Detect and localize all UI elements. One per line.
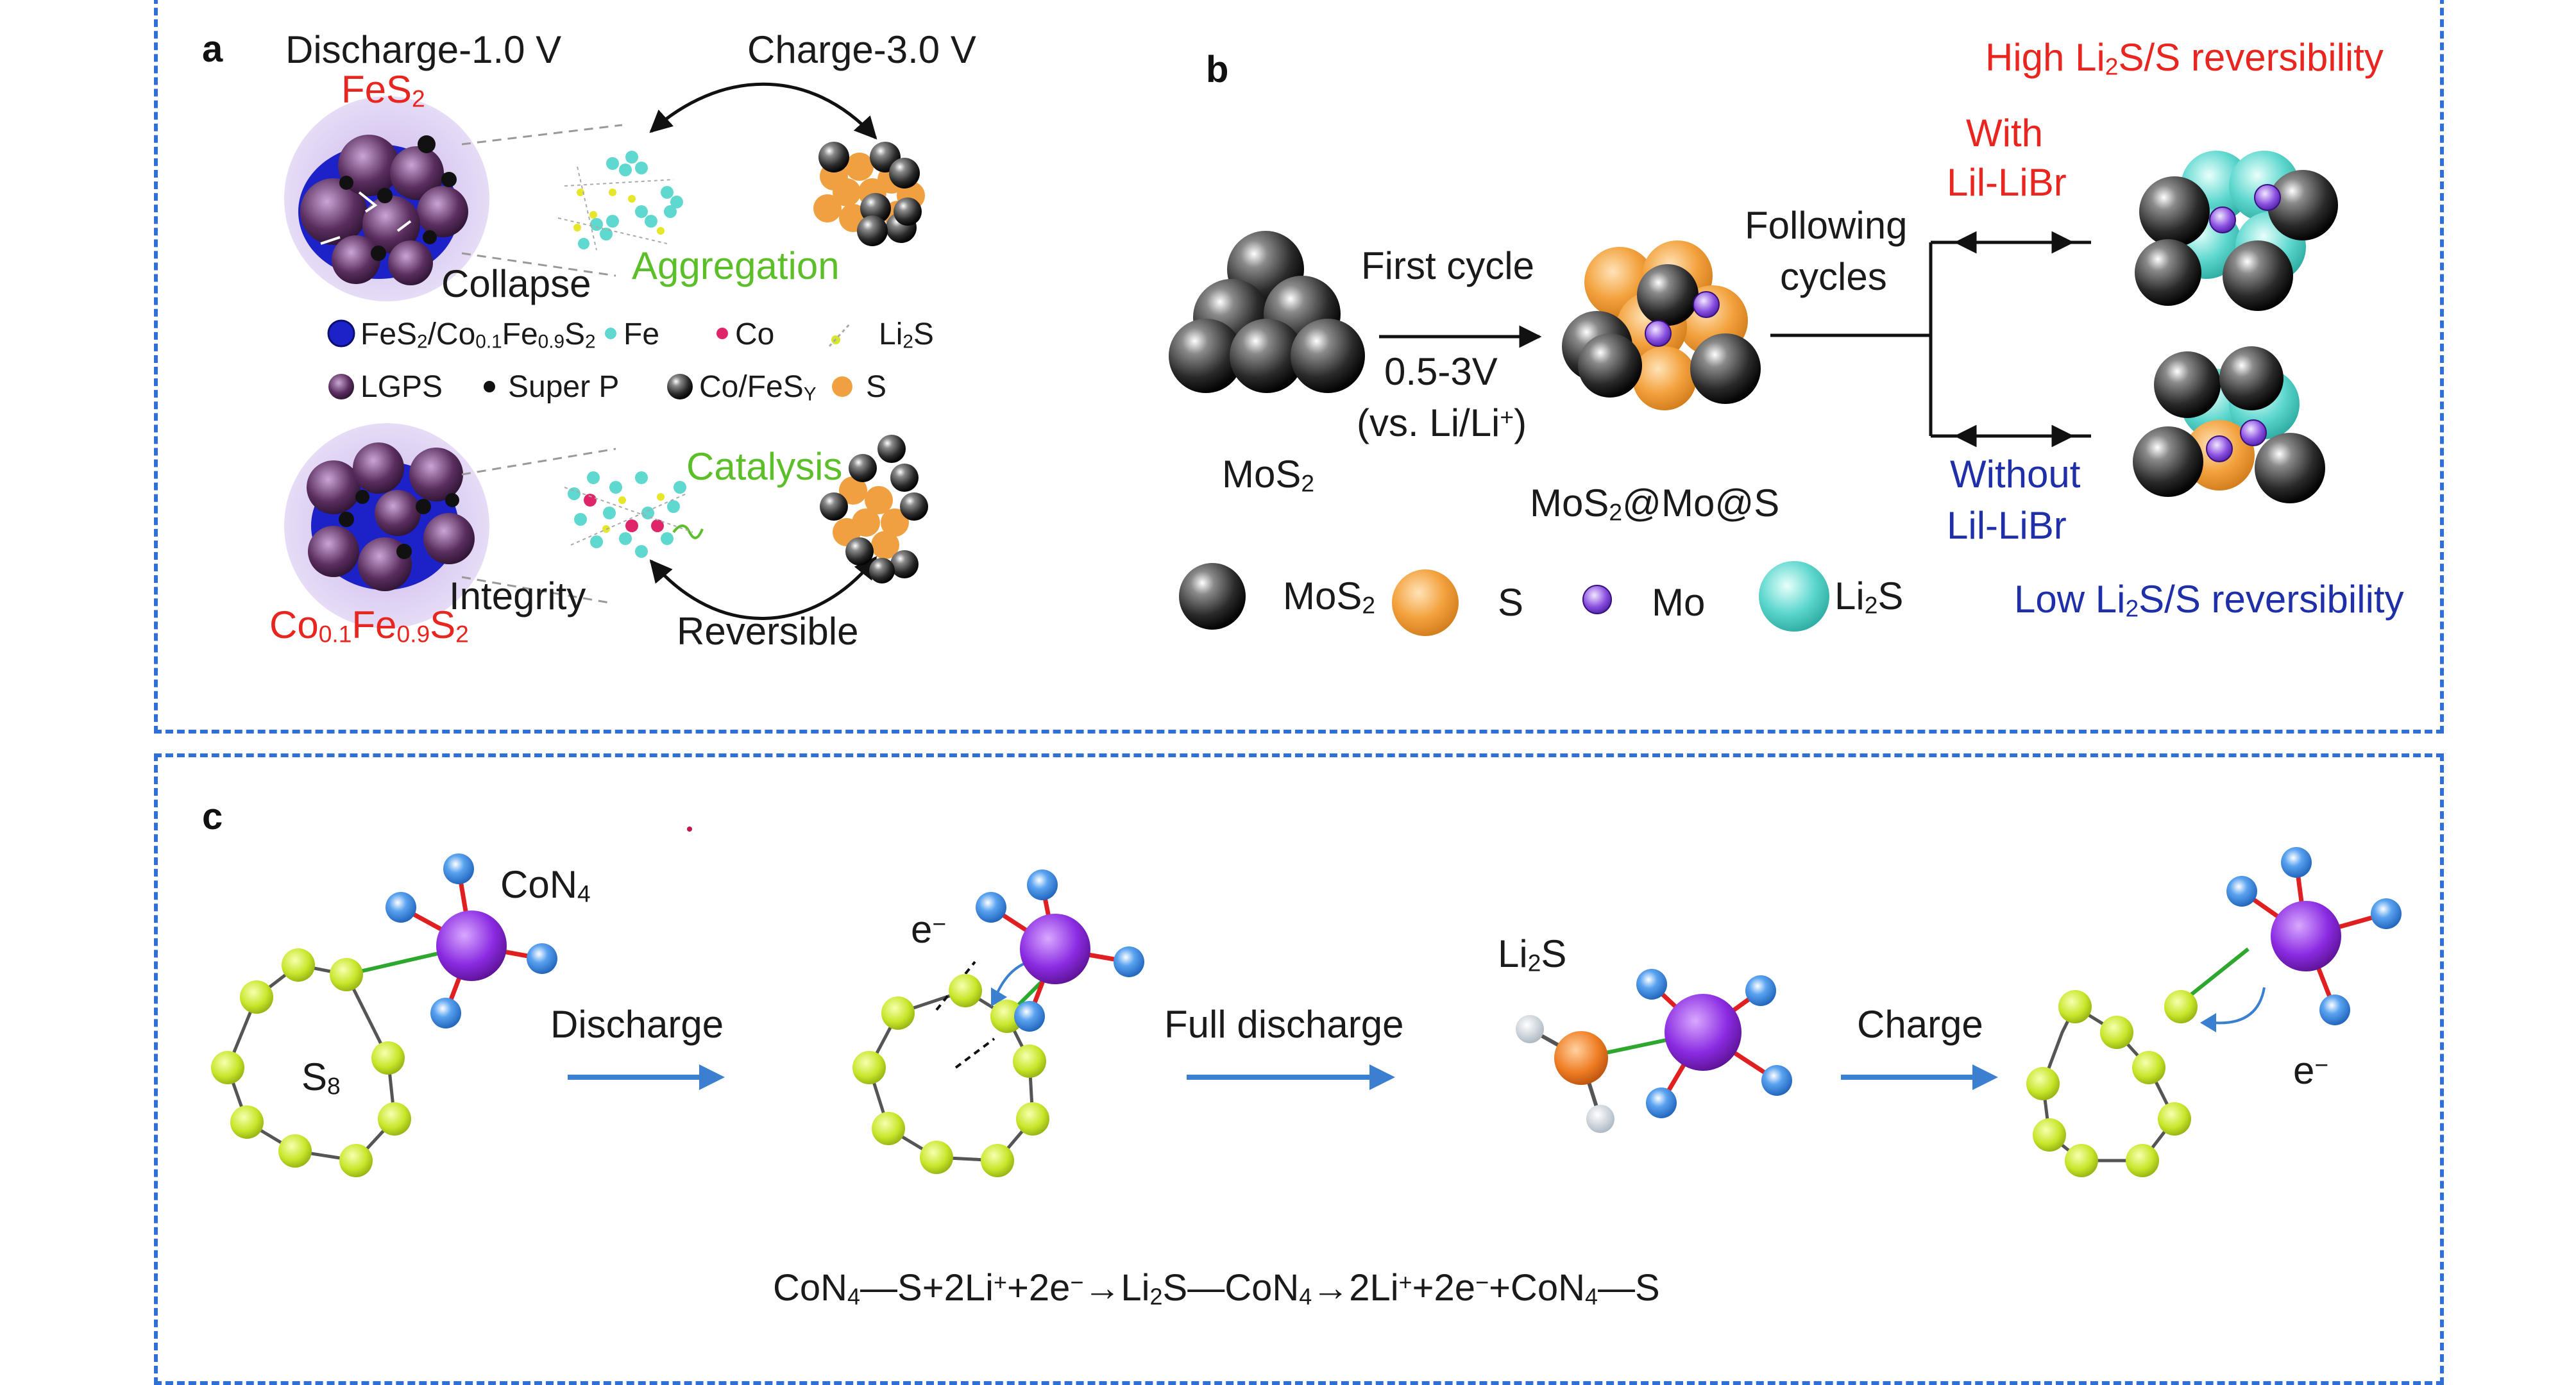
reversible-label: Reversible	[677, 610, 859, 653]
panel-a-label: a	[202, 28, 223, 70]
catalysis-cluster	[564, 471, 704, 558]
catalysis-label: Catalysis	[686, 445, 843, 488]
cycles-label: cycles	[1780, 255, 1887, 298]
stray-dot	[687, 827, 692, 832]
mos2-mo-s-label: MoS2@Mo@S	[1530, 482, 1780, 526]
charge-step-label: Charge	[1857, 1003, 1983, 1046]
li2s-con4-molecule	[1516, 969, 1792, 1133]
legend-s-sphere	[1392, 569, 1459, 636]
without-label: Without	[1950, 453, 2081, 496]
legend-mo-label: Mo	[1652, 581, 1706, 624]
discharge-step-label: Discharge	[550, 1003, 724, 1046]
mos2-label: MoS2	[1222, 453, 1315, 497]
s8-con4-molecule	[211, 853, 557, 1177]
right-arrow-icon	[1841, 1064, 1998, 1090]
fes2-label: FeS2	[341, 68, 425, 112]
s8-label: S8	[301, 1055, 341, 1100]
mos2-mo-s-cluster	[1562, 240, 1761, 410]
legend-lgps-label: LGPS	[360, 370, 443, 404]
low-reversibility-label: Low Li2S/S reversibility	[2014, 578, 2404, 622]
without-lil-libr-label: Lil-LiBr	[1947, 504, 2067, 547]
with-label: With	[1966, 112, 2043, 155]
following-label: Following	[1745, 204, 1908, 247]
high-reversibility-label: High Li2S/S reversibility	[1985, 36, 2384, 80]
right-arrow-icon	[568, 1064, 725, 1090]
legend-s-label: S	[866, 370, 887, 404]
right-arrow-icon	[1187, 1064, 1395, 1090]
panel-b-label: b	[1206, 49, 1229, 90]
cofes2-label: Co0.1Fe0.9S2	[269, 603, 469, 648]
discharge-intermediate-molecule	[852, 869, 1144, 1177]
charged-molecule	[2026, 847, 2402, 1177]
vs-li-label: (vs. Li/Li+)	[1357, 401, 1527, 444]
legend-co-dot	[716, 328, 728, 339]
legend-mos2-label: MoS2	[1283, 575, 1376, 619]
voltage-label: 0.5-3V	[1384, 350, 1498, 393]
panel-c-label: c	[202, 796, 223, 837]
electron-label-2: e−	[2293, 1049, 2329, 1092]
reversible-cluster	[820, 435, 928, 583]
full-discharge-label: Full discharge	[1164, 1003, 1404, 1046]
first-cycle-label: First cycle	[1361, 244, 1534, 287]
without-lil-libr-cluster	[2133, 346, 2325, 503]
legend-cofesy-dot	[667, 374, 693, 399]
panel-a-graphics	[284, 82, 928, 628]
mos2-cluster	[1169, 231, 1365, 393]
legend-li2s-dot	[828, 323, 851, 348]
panel-b-graphics	[1169, 151, 2338, 636]
legend-cofesy-label: Co/FeSY	[699, 370, 817, 405]
integrity-label: Integrity	[449, 575, 586, 617]
panel-ab-border	[154, 0, 2444, 734]
legend-li2s-sphere	[1759, 561, 1829, 632]
legend-li2s-label-b: Li2S	[1835, 575, 1904, 619]
li2s-label-c: Li2S	[1498, 932, 1567, 977]
aggregation-label: Aggregation	[632, 244, 840, 287]
legend-fes2-dot	[327, 319, 355, 348]
panel-c-graphics	[211, 827, 2402, 1177]
charge-product-cluster	[813, 142, 925, 246]
discharge-label: Discharge-1.0 V	[285, 28, 562, 71]
legend-li2s-label: Li2S	[879, 317, 934, 353]
legend-s-label-b: S	[1498, 581, 1524, 624]
legend-fe-label: Fe	[623, 317, 660, 351]
curved-arrow-icon	[649, 556, 877, 620]
legend-co-label: Co	[735, 317, 775, 351]
legend-superp-label: Super P	[508, 370, 620, 404]
collapse-label: Collapse	[441, 262, 591, 305]
curved-arrow-icon	[649, 82, 877, 140]
aggregation-cluster	[557, 151, 683, 251]
with-lil-libr-cluster	[2135, 151, 2338, 311]
with-lil-libr-label: Lil-LiBr	[1947, 161, 2067, 204]
legend-superp-dot	[484, 381, 495, 392]
fes2-particle	[298, 135, 468, 285]
charge-label: Charge-3.0 V	[747, 28, 976, 71]
legend-lgps-dot	[328, 374, 354, 399]
legend-mos2-sphere	[1179, 563, 1246, 630]
legend-fes2-cofes2-label: FeS2/Co0.1Fe0.9S2	[360, 317, 596, 353]
cofes2-particle	[307, 442, 475, 591]
legend-mo-sphere	[1582, 585, 1612, 614]
legend-fe-dot	[605, 328, 616, 339]
reaction-equation: CoN4—S+2Li++2e−→Li2S—CoN4→2Li++2e−+CoN4—…	[773, 1267, 1660, 1310]
con4-label: CoN4	[500, 863, 591, 907]
electron-label-1: e−	[911, 908, 947, 951]
legend-s-dot	[832, 376, 852, 397]
